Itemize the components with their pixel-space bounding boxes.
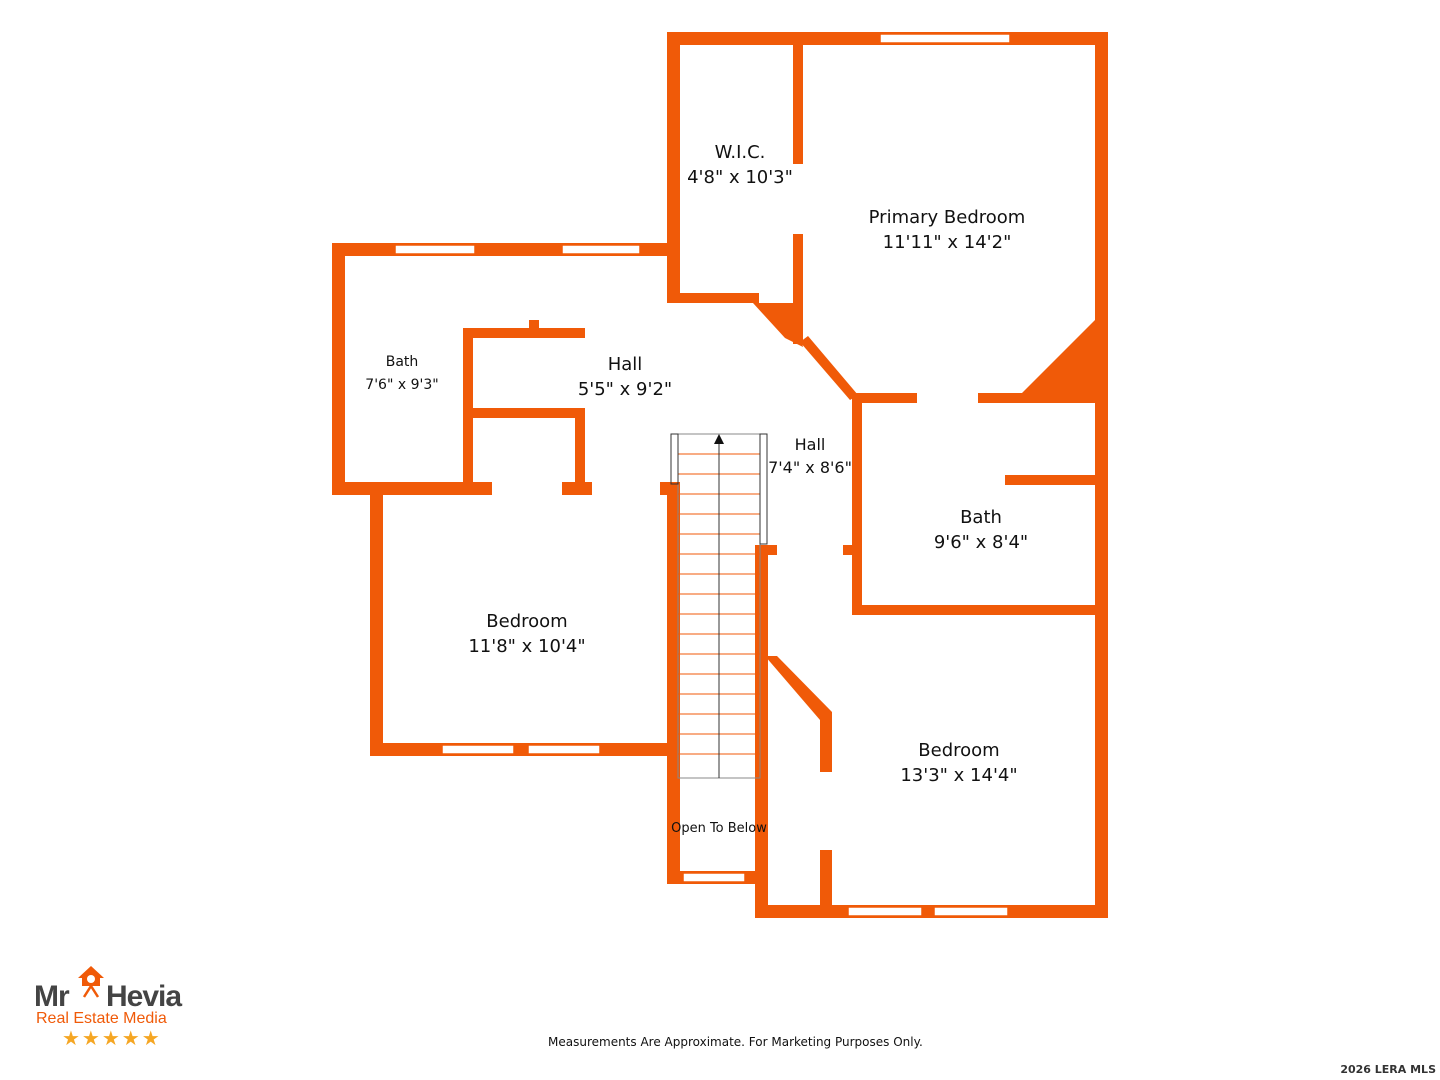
mr-hevia-logo: Mr Hevia Real Estate Media ★★★★★ [34, 962, 204, 1054]
bedroom-left-name: Bedroom [486, 611, 567, 632]
wic-name: W.I.C. [715, 142, 766, 163]
bath-left-name: Bath [386, 354, 419, 370]
hall-center-name: Hall [795, 435, 826, 454]
logo-stars: ★★★★★ [62, 1026, 162, 1050]
bedroom-right-dims: 13'3" x 14'4" [900, 765, 1017, 786]
hall-center-dims: 7'4" x 8'6" [768, 458, 852, 477]
stairs [670, 433, 768, 779]
house-camera-icon [78, 966, 104, 998]
wic-dims: 4'8" x 10'3" [687, 167, 793, 188]
room-labels: W.I.C. 4'8" x 10'3" Primary Bedroom 11'1… [365, 142, 1028, 836]
bath-right-dims: 9'6" x 8'4" [934, 532, 1028, 553]
open-to-below-label: Open To Below [671, 821, 767, 836]
primary-bedroom-name: Primary Bedroom [869, 207, 1026, 228]
logo-subtitle: Real Estate Media [36, 1010, 167, 1027]
windows [394, 33, 1011, 917]
bath-right-name: Bath [960, 507, 1002, 528]
bath-left-dims: 7'6" x 9'3" [365, 377, 438, 393]
stair-arrow-icon [714, 434, 724, 444]
bedroom-right-name: Bedroom [918, 740, 999, 761]
primary-bedroom-dims: 11'11" x 14'2" [883, 232, 1012, 253]
hall-upper-dims: 5'5" x 9'2" [578, 379, 672, 400]
logo-hevia-text: Hevia [106, 980, 182, 1013]
logo-mr-text: Mr [34, 980, 70, 1013]
hall-upper-name: Hall [608, 354, 643, 375]
copyright-text: 2026 LERA MLS [1340, 1063, 1436, 1076]
disclaimer-text: Measurements Are Approximate. For Market… [548, 1035, 923, 1049]
bedroom-left-dims: 11'8" x 10'4" [468, 636, 585, 657]
